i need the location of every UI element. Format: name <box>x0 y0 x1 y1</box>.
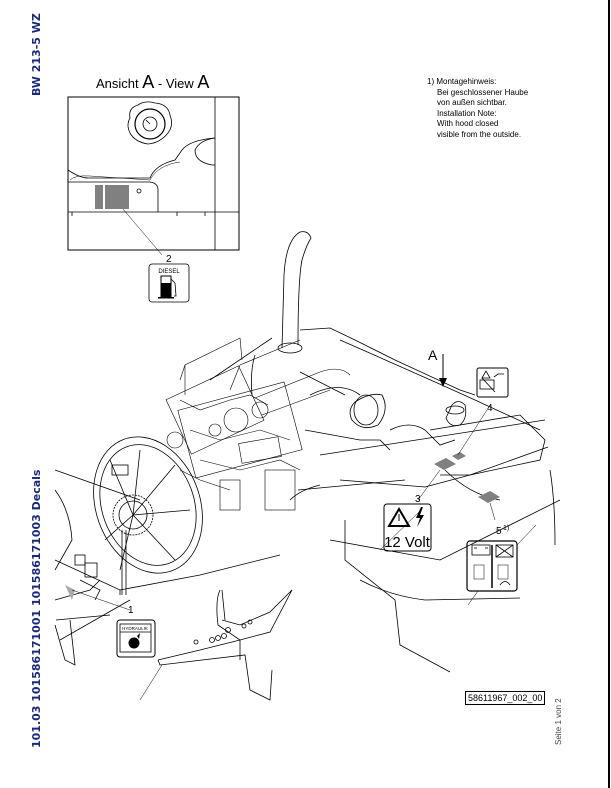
view-arrow-a: A <box>428 347 447 387</box>
battery-jump-start-decal: 5 1) <box>466 524 537 606</box>
battery-disconnect-decal: 4 <box>476 367 509 414</box>
view-title-letter: A <box>197 72 210 92</box>
left-frame <box>54 469 281 666</box>
decal-label: DIESEL <box>158 269 180 275</box>
drawing-reference: 58611967_002_00 <box>465 691 546 705</box>
note-line: visible from the outside. <box>437 129 522 139</box>
decal-location <box>105 185 129 209</box>
decal-location-4 <box>452 452 466 460</box>
fuel-pump-icon <box>158 275 177 299</box>
electrical-warning-icon <box>387 507 424 527</box>
decal-location-5 <box>478 491 500 503</box>
detail-view-a <box>67 96 240 256</box>
callout-number: 3 <box>415 494 421 505</box>
exhaust-pipe <box>251 231 312 396</box>
callout-number: 1 <box>128 605 134 616</box>
page-border-right <box>608 0 610 788</box>
callout-number: 5 <box>496 526 502 537</box>
hydraulic-decal: 1 HYDRAULIK <box>116 605 156 658</box>
view-title-letter: A <box>142 72 155 92</box>
cooling-fan <box>93 436 203 595</box>
view-title: Ansicht A - View A <box>96 72 209 93</box>
callout-superscript: 1) <box>503 525 509 532</box>
lower-bracket <box>139 589 293 701</box>
battery-jump-start-icon <box>471 544 514 588</box>
decal-label: HYDRAULIK <box>122 626 148 631</box>
engine <box>165 337 351 511</box>
diesel-decal: 2 DIESEL <box>148 254 190 303</box>
installation-note: 1) Montagehinweis: Bei geschlossener Hau… <box>427 77 528 140</box>
note-line: Bei geschlossener Haube <box>437 87 529 97</box>
note-marker: 1) <box>427 77 435 86</box>
note-line: von außen sichtbar. <box>437 98 507 107</box>
decal-location-3 <box>434 458 456 470</box>
callout-number: 2 <box>166 254 172 265</box>
note-line: 1) Montagehinweis: <box>427 77 497 86</box>
electrical-warning-decal: 3 12 Volt <box>383 494 432 552</box>
decal-label: 12 Volt <box>384 534 431 551</box>
hydraulic-oil-drop-icon <box>128 633 140 649</box>
note-line: With hood closed <box>437 119 499 128</box>
machine-frame <box>209 327 561 673</box>
callout-number: 4 <box>487 403 493 414</box>
view-title-mid: - View <box>154 76 198 91</box>
battery-disconnect-warning-icon <box>479 370 504 393</box>
filler-cap-icon <box>127 101 172 145</box>
view-title-prefix: Ansicht <box>96 76 143 91</box>
decal-location <box>95 185 103 209</box>
view-arrow-label: A <box>428 347 438 363</box>
note-line: Installation Note: <box>437 108 497 118</box>
